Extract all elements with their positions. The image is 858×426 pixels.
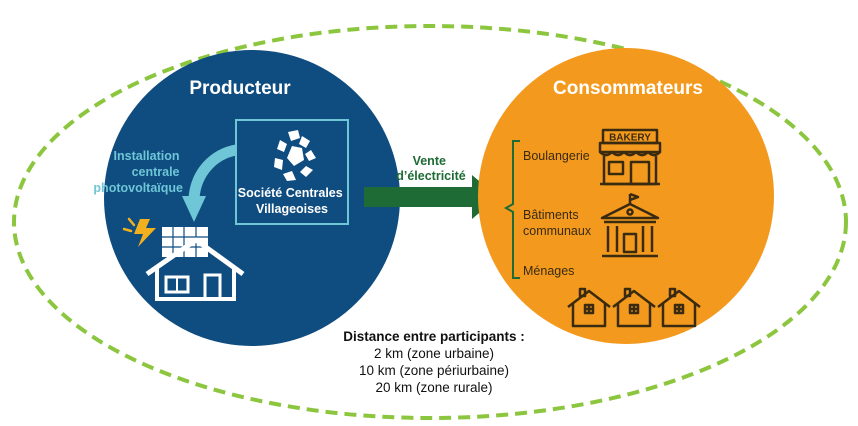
curved-arrow-head-icon xyxy=(182,196,206,222)
town-hall-icon xyxy=(600,192,660,258)
consumer-list-brace xyxy=(503,140,520,279)
consumer-label-bakery: Boulangerie xyxy=(523,149,590,163)
lightning-bolt-icon xyxy=(134,219,156,247)
consumers-title: Consommateurs xyxy=(553,78,703,99)
houses-icon xyxy=(567,287,701,328)
consumer-label-town-buildings: Bâtiments communaux xyxy=(523,208,592,238)
consumer-circle xyxy=(478,48,774,344)
bakery-icon xyxy=(598,128,662,186)
producer-title: Producteur xyxy=(189,78,291,99)
curved-arrow-icon xyxy=(188,144,238,199)
bolt-rays-icon xyxy=(122,217,136,233)
electricity-sale-label: Vente d’électricité xyxy=(396,154,466,183)
participants-boundary-ellipse xyxy=(12,24,848,420)
distance-urban: 2 km (zone urbaine) xyxy=(374,346,494,361)
distance-rural: 20 km (zone rurale) xyxy=(375,380,492,395)
company-box xyxy=(235,119,349,225)
bakery-sign-text: BAKERY xyxy=(609,133,651,144)
company-logo-icon xyxy=(274,130,316,181)
producer-circle xyxy=(104,50,400,346)
solar-house-icon xyxy=(145,227,245,301)
distance-periurban: 10 km (zone périurbaine) xyxy=(359,363,509,378)
consumer-label-households: Ménages xyxy=(523,264,574,278)
company-name: Société Centrales Villageoises xyxy=(238,186,346,216)
installation-label: Installation centrale photovoltaïque xyxy=(93,149,183,195)
distance-title: Distance entre participants : xyxy=(343,329,525,344)
